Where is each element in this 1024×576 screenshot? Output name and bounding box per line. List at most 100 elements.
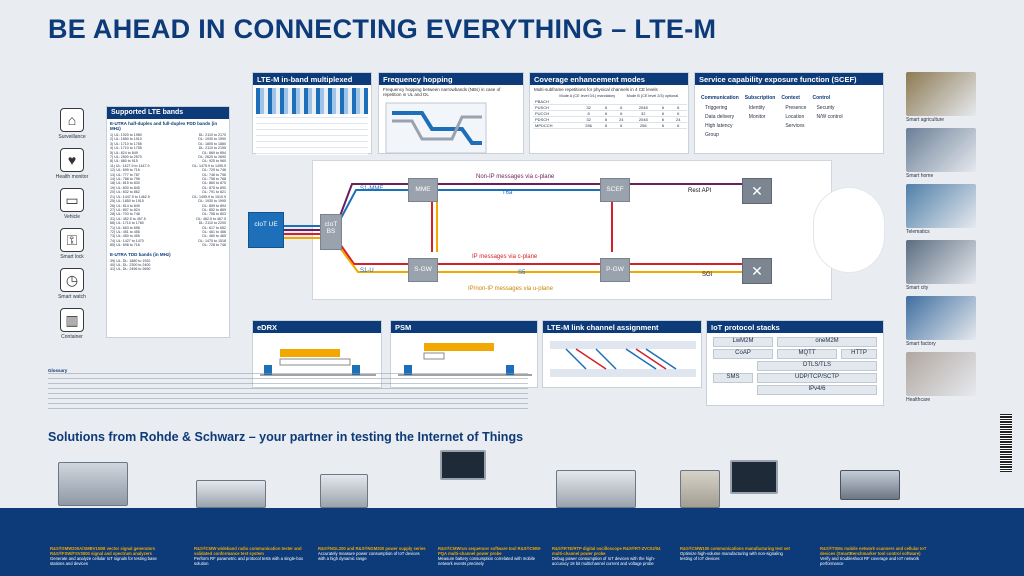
label-t6a: T6a [502,190,513,196]
coverage-cell: 256 [629,122,657,129]
scef-node: SCEF [600,178,630,202]
device-icon-label: Vehicle [63,214,81,220]
product-name: R&S®SMW200A/SMBV100B vector signal gener… [50,546,156,556]
band-ul: 66) UL: 1710 to 1780 [110,221,144,226]
tdd-title: E-UTRA TDD bands (in MHz) [110,251,171,257]
coverage-cell: 256 [577,122,600,129]
sgw-node: S-GW [408,258,438,282]
mode-b-label: Mode B (CE level 2/3) optional [626,94,679,98]
panel-title: PSM [391,321,537,333]
band-dl: DL: 728 to 746 [202,243,226,248]
band-dl: DL: 729 to 746 [202,168,226,173]
barcode [1000,414,1012,472]
band-ul: 71) UL: 663 to 698 [110,225,140,230]
application-image [906,352,976,396]
product-description: Verify and troubleshoot RF coverage and … [820,556,920,566]
band-ul: 12) UL: 699 to 716 [110,168,140,173]
scef-item: N/W control [816,114,843,120]
application-image [906,240,976,284]
device-icon-label: Container [61,334,83,340]
router-icon-top: ✕ [742,178,772,204]
panel-title: Frequency hopping [379,73,523,85]
scef-item: Presence [785,105,807,111]
band-ul: 27) UL: 807 to 824 [110,207,140,212]
label-ip-cplane: IP messages via c-plane [472,254,538,260]
http-box: HTTP [841,349,877,359]
tdd-band-row: 39) UL, DL: 1880 to 1920 [110,258,151,263]
coverage-cell: 32 [577,116,600,123]
ip-box: IPv4/6 [757,385,877,395]
scef-column-head: Context [781,95,800,101]
udp-box: UDP/TCP/SCTP [757,373,877,383]
cmw100-device [680,470,720,508]
band-ul: 3) UL: 1710 to 1785 [110,141,142,146]
band-dl: DL: 617 to 652 [202,225,226,230]
band-dl: DL: 925 to 960 [202,159,226,164]
band-dl: DL: 852 to 869 [202,207,226,212]
product-description: Perform RF parametric and protocol tests… [194,556,304,566]
product-name: R&S®NGL200 and R&S®NGM200 power supply s… [318,546,426,551]
scef-column-head: Control [812,95,831,101]
application-label: Smart home [906,173,934,179]
multiplex-graphic [256,88,368,114]
scanner-device [840,470,900,500]
product-name: R&S®CMW100 communications manufacturing … [680,546,790,551]
laptop-device [440,450,486,480]
band-dl: DL: 758 to 768 [202,177,226,182]
scef-item: Triggering [705,105,728,111]
band-ul: 4) UL: 1710 to 1755 [110,146,142,151]
glossary-title: Glossary [48,368,68,373]
product-description: Generate and analyze cellular IoT signal… [50,556,157,566]
coverage-cell: PBACH [533,99,578,105]
mqtt-box: MQTT [777,349,837,359]
container-icon: ▥ [60,308,84,332]
bs-node: cIoT BS [320,214,342,250]
band-dl: DL: 2110 to 2170 [198,133,226,137]
network-lines [284,183,752,273]
product-description: Measure battery consumption correlated w… [438,556,536,566]
band-ul: 31) UL: 452.5 to 457.5 [110,216,146,221]
application-image [906,184,976,228]
scef-item: High latency [705,123,733,129]
device-icon-item: ▥ Container [50,308,94,348]
onem2m-box: oneM2M [777,337,877,347]
band-ul: 18) UL: 815 to 830 [110,181,140,186]
signal-generator-device [58,462,128,506]
application-label: Smart factory [906,341,936,347]
product-item: R&S®NGL200 and R&S®NGM200 power supply s… [318,546,428,561]
coverage-cell: 8 [577,110,600,117]
coverage-cell: PUCCH [533,110,578,117]
application-label: Healthcare [906,397,931,403]
coverage-cell: 6 [599,116,613,123]
band-dl: DL: 859 to 894 [202,203,226,208]
product-name: R&S®TSMx mobile network scanners and cel… [820,546,927,556]
coverage-cell: 24 [669,116,687,123]
bands-title: Supported LTE bands [107,107,229,119]
panel-subtitle: Frequency hopping between narrowbands (N… [383,87,501,97]
device-icon-item: ⚿Smart lock [50,228,94,268]
application-label: Telematics [906,229,930,235]
coverage-cell: 6 [599,122,613,129]
coverage-cell: 6 [599,110,613,117]
band-ul: 11) UL: 1427.9 to 1447.9 [110,163,150,168]
iot-panel: IoT protocol stacks LwM2M oneM2M CoAP MQ… [706,320,884,406]
scef-item: Monitor [748,114,766,120]
band-dl: DL: 462.5 to 467.5 [196,216,226,221]
label-nonip: Non-IP messages via c-plane [476,174,555,180]
band-ul: 72) UL: 451 to 456 [110,229,140,234]
oscilloscope-device [556,470,636,508]
network-diagram: cIoT UE cIoT BS MME S-GW SCEF P-GW ✕ ✕ S… [232,160,892,300]
coverage-cell: PUSCH [533,104,578,111]
coverage-cell: MPDCCH [533,122,578,129]
device-icons: ⌂Surveillance♥Health monitor▭Vehicle⚿Sma… [50,108,94,348]
band-ul: 20) UL: 832 to 862 [110,190,140,195]
